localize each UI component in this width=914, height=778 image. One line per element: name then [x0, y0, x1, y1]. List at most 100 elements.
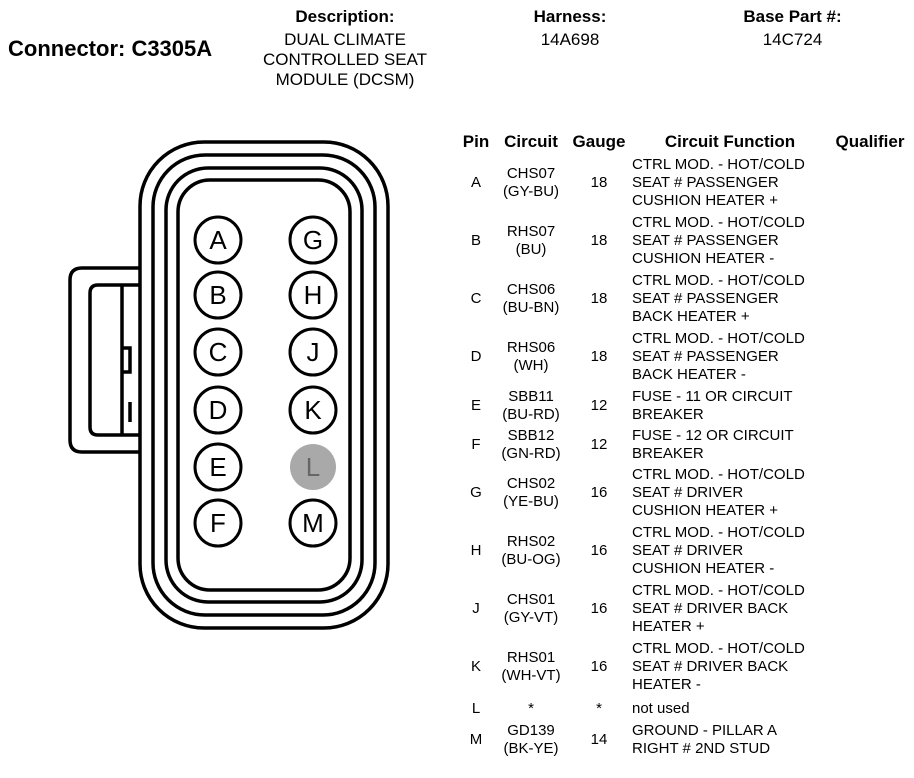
pin-label: K	[304, 395, 322, 425]
pin-label: E	[209, 452, 226, 482]
circuit-cell: GD139(BK-YE)	[494, 722, 568, 758]
gauge-cell: 12	[590, 396, 608, 414]
circuit-cell: CHS01(GY-VT)	[494, 580, 568, 638]
circuit-cell: RHS02(BU-OG)	[494, 522, 568, 580]
circuit-function-text: HEATER -	[632, 676, 701, 693]
circuit-text: (GN-RD)	[501, 444, 561, 462]
pin-circle	[288, 327, 338, 377]
pin-cell: E	[470, 396, 481, 414]
circuit-text: (BU-BN)	[502, 299, 560, 316]
circuit-text: (YE-BU)	[503, 493, 559, 510]
gauge-cell: 16	[590, 658, 608, 675]
header-pin: Pin	[462, 132, 490, 151]
qualifier-cell	[828, 464, 912, 522]
circuit-cell: SBB12(GN-RD)	[494, 425, 568, 464]
header-qualifier: Qualifier	[835, 132, 905, 151]
circuit-text: CHS02	[506, 475, 556, 492]
circuit-function-text: CUSHION HEATER +	[632, 192, 778, 209]
pin-label: G	[303, 225, 323, 255]
pin-label: D	[209, 395, 228, 425]
circuit-function-text: SEAT # PASSENGER	[632, 348, 779, 365]
circuit-function-text: SEAT # DRIVER BACK	[632, 600, 789, 617]
circuit-function-text: CUSHION HEATER -	[632, 560, 775, 577]
pin-cell: B	[470, 232, 481, 249]
circuit-cell: SBB11(BU-RD)	[494, 386, 568, 425]
circuit-function-text: SEAT # PASSENGER	[632, 174, 779, 191]
connector-housing	[68, 140, 390, 630]
description-block: Description: DUAL CLIMATE CONTROLLED SEA…	[245, 7, 445, 90]
circuit-text: (BK-YE)	[503, 740, 559, 757]
circuit-function-text: CUSHION HEATER +	[632, 502, 778, 519]
circuit-cell: CHS07(GY-BU)	[494, 154, 568, 212]
circuit-cell: RHS01(WH-VT)	[494, 638, 568, 696]
pin-label: J	[307, 337, 320, 367]
circuit-text: (WH)	[513, 357, 549, 374]
circuit-function-text: CTRL MOD. - HOT/COLD	[632, 640, 805, 657]
circuit-text: *	[528, 700, 534, 717]
qualifier-cell	[828, 696, 912, 722]
qualifier-cell	[828, 638, 912, 696]
gauge-cell: 14	[590, 731, 608, 748]
circuit-function-text: SEAT # DRIVER	[632, 484, 744, 501]
pin-circle	[193, 327, 243, 377]
circuit-text: (BU-RD)	[502, 405, 560, 423]
qualifier-cell	[828, 522, 912, 580]
pin-cell: L	[471, 700, 481, 717]
circuit-function-text: BREAKER	[632, 444, 704, 462]
circuit-function-text: SEAT # DRIVER	[632, 542, 744, 559]
header-circuit: Circuit	[504, 132, 558, 151]
circuit-function-text: SEAT # DRIVER BACK	[632, 658, 789, 675]
circuit-text: (WH-VT)	[501, 667, 561, 684]
qualifier-cell	[828, 580, 912, 638]
gauge-cell: 18	[590, 232, 608, 249]
circuit-function-text: CTRL MOD. - HOT/COLD	[632, 156, 805, 173]
circuit-function-text: HEATER +	[632, 618, 705, 635]
qualifier-cell	[828, 212, 912, 270]
gauge-cell: 18	[590, 290, 608, 307]
harness-value: 14A698	[540, 30, 600, 49]
qualifier-cell	[828, 270, 912, 328]
qualifier-cell	[828, 328, 912, 386]
table-header-row: Pin Circuit Gauge Circuit Function Quali…	[458, 130, 912, 154]
header-gauge: Gauge	[572, 132, 626, 151]
pinout-table: Pin Circuit Gauge Circuit Function Quali…	[458, 130, 912, 758]
circuit-text: SBB12	[507, 426, 555, 444]
pin-label: L	[306, 452, 320, 482]
circuit-function-text: CTRL MOD. - HOT/COLD	[632, 582, 805, 599]
pin-circle	[288, 385, 338, 435]
pin-circle	[193, 442, 243, 492]
circuit-cell: CHS06(BU-BN)	[494, 270, 568, 328]
pin-label: F	[210, 508, 226, 538]
circuit-function-text: CTRL MOD. - HOT/COLD	[632, 330, 805, 347]
base-part-block: Base Part #: 14C724	[715, 7, 870, 50]
table-row: L**not used	[458, 696, 912, 722]
circuit-cell: RHS06(WH)	[494, 328, 568, 386]
pin-label: A	[209, 225, 227, 255]
circuit-function-cell: not used	[630, 696, 828, 722]
harness-block: Harness: 14A698	[500, 7, 640, 50]
circuit-text: CHS07	[506, 165, 556, 182]
circuit-function-text: BACK HEATER -	[632, 366, 746, 383]
pin-cell: G	[470, 484, 482, 501]
pin-cell: K	[470, 658, 481, 675]
circuit-text: CHS06	[506, 281, 556, 298]
header-circuit-function: Circuit Function	[664, 132, 796, 151]
pin-circle	[193, 385, 243, 435]
circuit-cell: CHS02(YE-BU)	[494, 464, 568, 522]
description-label: Description:	[295, 7, 395, 26]
circuit-text: SBB11	[508, 387, 554, 405]
gauge-cell: 12	[590, 435, 608, 453]
